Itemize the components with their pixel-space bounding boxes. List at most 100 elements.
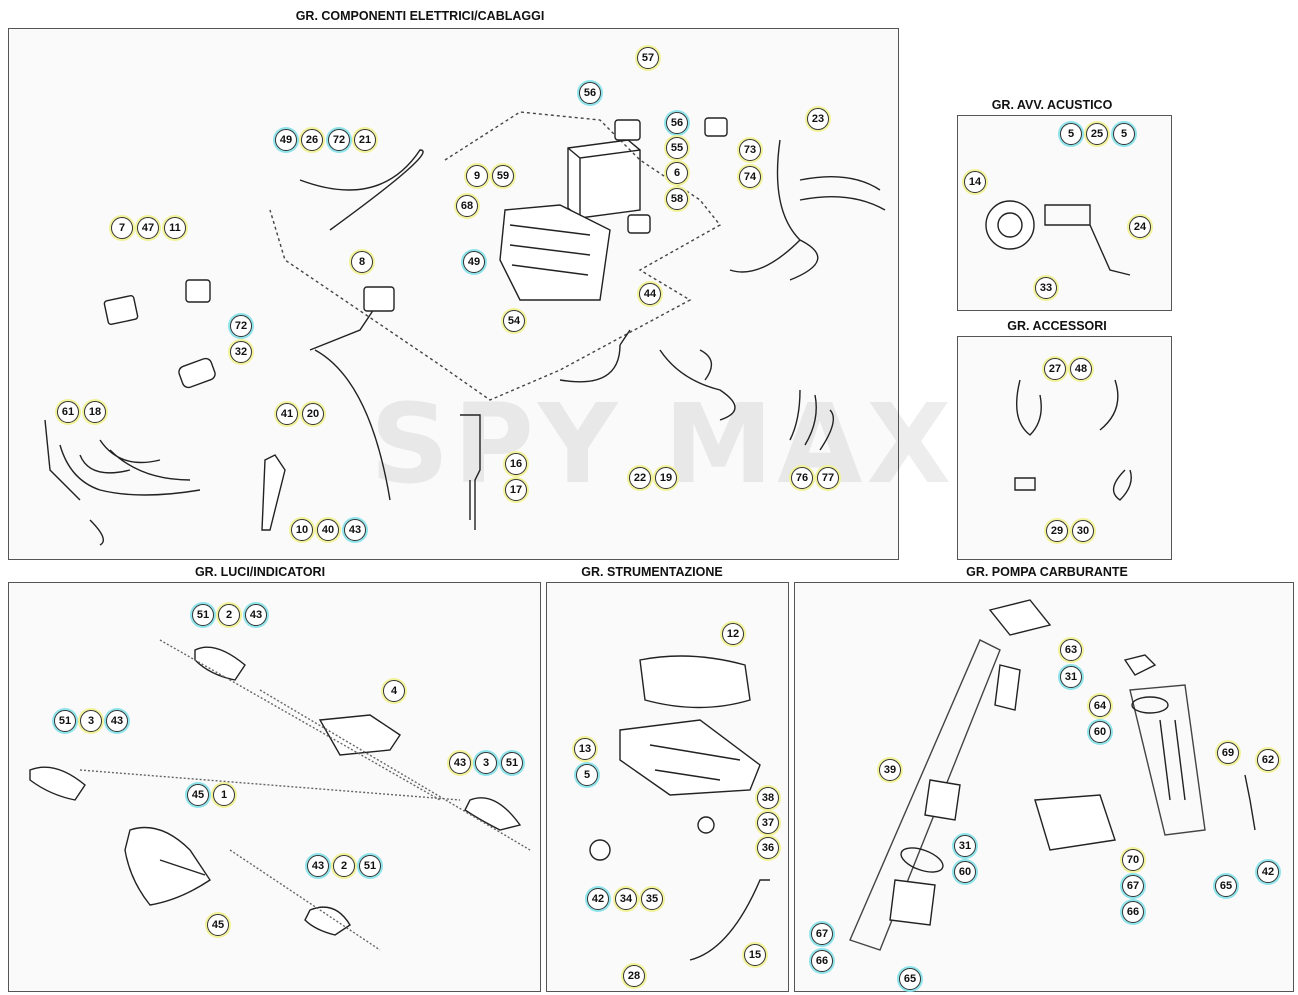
part-callout-acustico-3: 14 bbox=[964, 171, 986, 193]
part-callout-pompa-8: 60 bbox=[954, 861, 976, 883]
part-callout-pompa-16: 65 bbox=[899, 968, 921, 990]
part-callout-luci-11: 51 bbox=[501, 752, 523, 774]
part-callout-elettrici-16: 49 bbox=[463, 251, 485, 273]
part-callout-elettrici-28: 20 bbox=[302, 403, 324, 425]
part-callout-strumentazione-1: 13 bbox=[574, 738, 596, 760]
part-callout-strumentazione-3: 38 bbox=[757, 787, 779, 809]
part-callout-pompa-11: 66 bbox=[1122, 901, 1144, 923]
part-callout-elettrici-9: 49 bbox=[275, 129, 297, 151]
part-callout-elettrici-15: 68 bbox=[456, 195, 478, 217]
part-callout-strumentazione-8: 35 bbox=[641, 888, 663, 910]
part-callout-luci-12: 43 bbox=[307, 855, 329, 877]
title-componenti-elettrici: GR. COMPONENTI ELETTRICI/CABLAGGI bbox=[295, 9, 545, 23]
part-callout-luci-14: 51 bbox=[359, 855, 381, 877]
part-callout-pompa-3: 60 bbox=[1089, 721, 1111, 743]
part-callout-acustico-4: 24 bbox=[1129, 216, 1151, 238]
part-callout-elettrici-20: 11 bbox=[164, 217, 186, 239]
title-pompa-carburante: GR. POMPA CARBURANTE bbox=[966, 565, 1128, 579]
part-callout-elettrici-27: 41 bbox=[276, 403, 298, 425]
part-callout-elettrici-2: 56 bbox=[666, 112, 688, 134]
part-callout-elettrici-14: 59 bbox=[492, 165, 514, 187]
part-callout-elettrici-18: 7 bbox=[111, 217, 133, 239]
part-callout-elettrici-37: 43 bbox=[344, 519, 366, 541]
part-callout-elettrici-21: 72 bbox=[230, 315, 252, 337]
part-callout-luci-5: 3 bbox=[80, 710, 102, 732]
part-callout-luci-8: 1 bbox=[213, 784, 235, 806]
part-callout-elettrici-13: 9 bbox=[466, 165, 488, 187]
part-callout-acustico-2: 5 bbox=[1113, 123, 1135, 145]
part-callout-elettrici-1: 56 bbox=[579, 82, 601, 104]
part-callout-strumentazione-4: 37 bbox=[757, 812, 779, 834]
part-callout-pompa-1: 31 bbox=[1060, 666, 1082, 688]
part-callout-elettrici-6: 73 bbox=[739, 139, 761, 161]
part-callout-strumentazione-9: 15 bbox=[744, 944, 766, 966]
part-callout-pompa-5: 62 bbox=[1257, 749, 1279, 771]
title-avv-acustico: GR. AVV. ACUSTICO bbox=[991, 98, 1113, 112]
part-callout-luci-7: 45 bbox=[187, 784, 209, 806]
part-callout-accessori-2: 29 bbox=[1046, 520, 1068, 542]
part-callout-elettrici-35: 10 bbox=[291, 519, 313, 541]
part-callout-elettrici-0: 57 bbox=[637, 47, 659, 69]
part-callout-luci-9: 43 bbox=[449, 752, 471, 774]
part-callout-elettrici-19: 47 bbox=[137, 217, 159, 239]
part-callout-strumentazione-6: 42 bbox=[587, 888, 609, 910]
part-callout-strumentazione-10: 28 bbox=[623, 965, 645, 987]
part-callout-elettrici-11: 72 bbox=[328, 129, 350, 151]
part-callout-elettrici-17: 54 bbox=[503, 310, 525, 332]
part-callout-luci-2: 43 bbox=[245, 604, 267, 626]
part-callout-strumentazione-5: 36 bbox=[757, 837, 779, 859]
part-callout-accessori-0: 27 bbox=[1044, 358, 1066, 380]
part-callout-pompa-4: 69 bbox=[1217, 742, 1239, 764]
part-callout-elettrici-22: 32 bbox=[230, 341, 252, 363]
part-callout-elettrici-24: 44 bbox=[639, 283, 661, 305]
title-strumentazione: GR. STRUMENTAZIONE bbox=[581, 565, 723, 579]
part-callout-elettrici-30: 17 bbox=[505, 479, 527, 501]
panel-pompa-carburante bbox=[794, 582, 1294, 992]
part-callout-luci-10: 3 bbox=[475, 752, 497, 774]
part-callout-pompa-7: 31 bbox=[954, 835, 976, 857]
part-callout-acustico-1: 25 bbox=[1086, 123, 1108, 145]
part-callout-pompa-9: 70 bbox=[1122, 849, 1144, 871]
part-callout-elettrici-29: 16 bbox=[505, 453, 527, 475]
part-callout-strumentazione-0: 12 bbox=[722, 623, 744, 645]
part-callout-elettrici-32: 19 bbox=[655, 467, 677, 489]
battery-drawing bbox=[567, 139, 641, 219]
title-luci-indicatori: GR. LUCI/INDICATORI bbox=[194, 565, 326, 579]
part-callout-pompa-14: 67 bbox=[811, 923, 833, 945]
part-callout-elettrici-33: 76 bbox=[791, 467, 813, 489]
part-callout-acustico-0: 5 bbox=[1060, 123, 1082, 145]
part-callout-pompa-15: 66 bbox=[811, 950, 833, 972]
part-callout-elettrici-10: 26 bbox=[301, 129, 323, 151]
part-callout-luci-15: 45 bbox=[207, 914, 229, 936]
part-callout-pompa-2: 64 bbox=[1089, 695, 1111, 717]
part-callout-pompa-0: 63 bbox=[1060, 639, 1082, 661]
part-callout-luci-13: 2 bbox=[333, 855, 355, 877]
part-callout-elettrici-3: 55 bbox=[666, 137, 688, 159]
panel-luci-indicatori bbox=[8, 582, 541, 992]
part-callout-strumentazione-2: 5 bbox=[576, 764, 598, 786]
part-callout-pompa-10: 67 bbox=[1122, 875, 1144, 897]
part-callout-elettrici-36: 40 bbox=[317, 519, 339, 541]
part-callout-luci-0: 51 bbox=[192, 604, 214, 626]
panel-componenti-elettrici bbox=[8, 28, 899, 560]
part-callout-elettrici-34: 77 bbox=[817, 467, 839, 489]
part-callout-pompa-13: 42 bbox=[1257, 861, 1279, 883]
part-callout-elettrici-5: 58 bbox=[666, 188, 688, 210]
part-callout-elettrici-8: 23 bbox=[807, 108, 829, 130]
part-callout-pompa-12: 65 bbox=[1215, 875, 1237, 897]
part-callout-elettrici-4: 6 bbox=[666, 162, 688, 184]
part-callout-luci-6: 43 bbox=[106, 710, 128, 732]
title-accessori: GR. ACCESSORI bbox=[1007, 319, 1107, 333]
part-callout-accessori-3: 30 bbox=[1072, 520, 1094, 542]
part-callout-elettrici-7: 74 bbox=[739, 166, 761, 188]
part-callout-elettrici-23: 8 bbox=[351, 251, 373, 273]
part-callout-strumentazione-7: 34 bbox=[615, 888, 637, 910]
part-callout-acustico-5: 33 bbox=[1035, 277, 1057, 299]
part-callout-elettrici-26: 18 bbox=[84, 401, 106, 423]
part-callout-elettrici-12: 21 bbox=[354, 129, 376, 151]
part-callout-luci-1: 2 bbox=[218, 604, 240, 626]
part-callout-elettrici-31: 22 bbox=[629, 467, 651, 489]
part-callout-luci-3: 4 bbox=[383, 680, 405, 702]
part-callout-elettrici-25: 61 bbox=[57, 401, 79, 423]
